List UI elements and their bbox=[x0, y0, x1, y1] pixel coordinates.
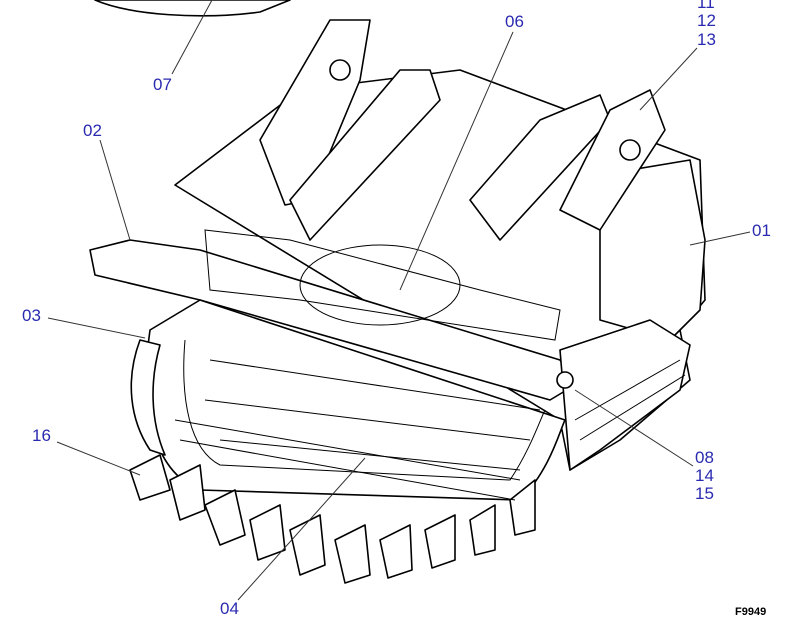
leader-lines bbox=[47, 0, 751, 601]
callout-08: 08 bbox=[695, 448, 714, 467]
callout-14: 14 bbox=[695, 466, 714, 485]
figure-code: F9949 bbox=[735, 606, 766, 618]
callout-11: 11 bbox=[697, 0, 715, 12]
callout-03: 03 bbox=[22, 306, 41, 325]
callout-02: 02 bbox=[83, 121, 102, 140]
callout-labels: 11 12 13 06 07 02 01 03 16 08 14 15 04 F… bbox=[22, 0, 771, 618]
teeth-row bbox=[129, 339, 536, 584]
bucket-drawing bbox=[89, 0, 706, 584]
callout-15: 15 bbox=[695, 484, 714, 503]
callout-01: 01 bbox=[752, 221, 771, 240]
callout-07: 07 bbox=[153, 75, 172, 94]
callout-12: 12 bbox=[697, 11, 716, 30]
callout-13: 13 bbox=[697, 30, 716, 49]
callout-06: 06 bbox=[505, 12, 524, 31]
callout-16: 16 bbox=[32, 426, 51, 445]
callout-04: 04 bbox=[220, 599, 239, 618]
